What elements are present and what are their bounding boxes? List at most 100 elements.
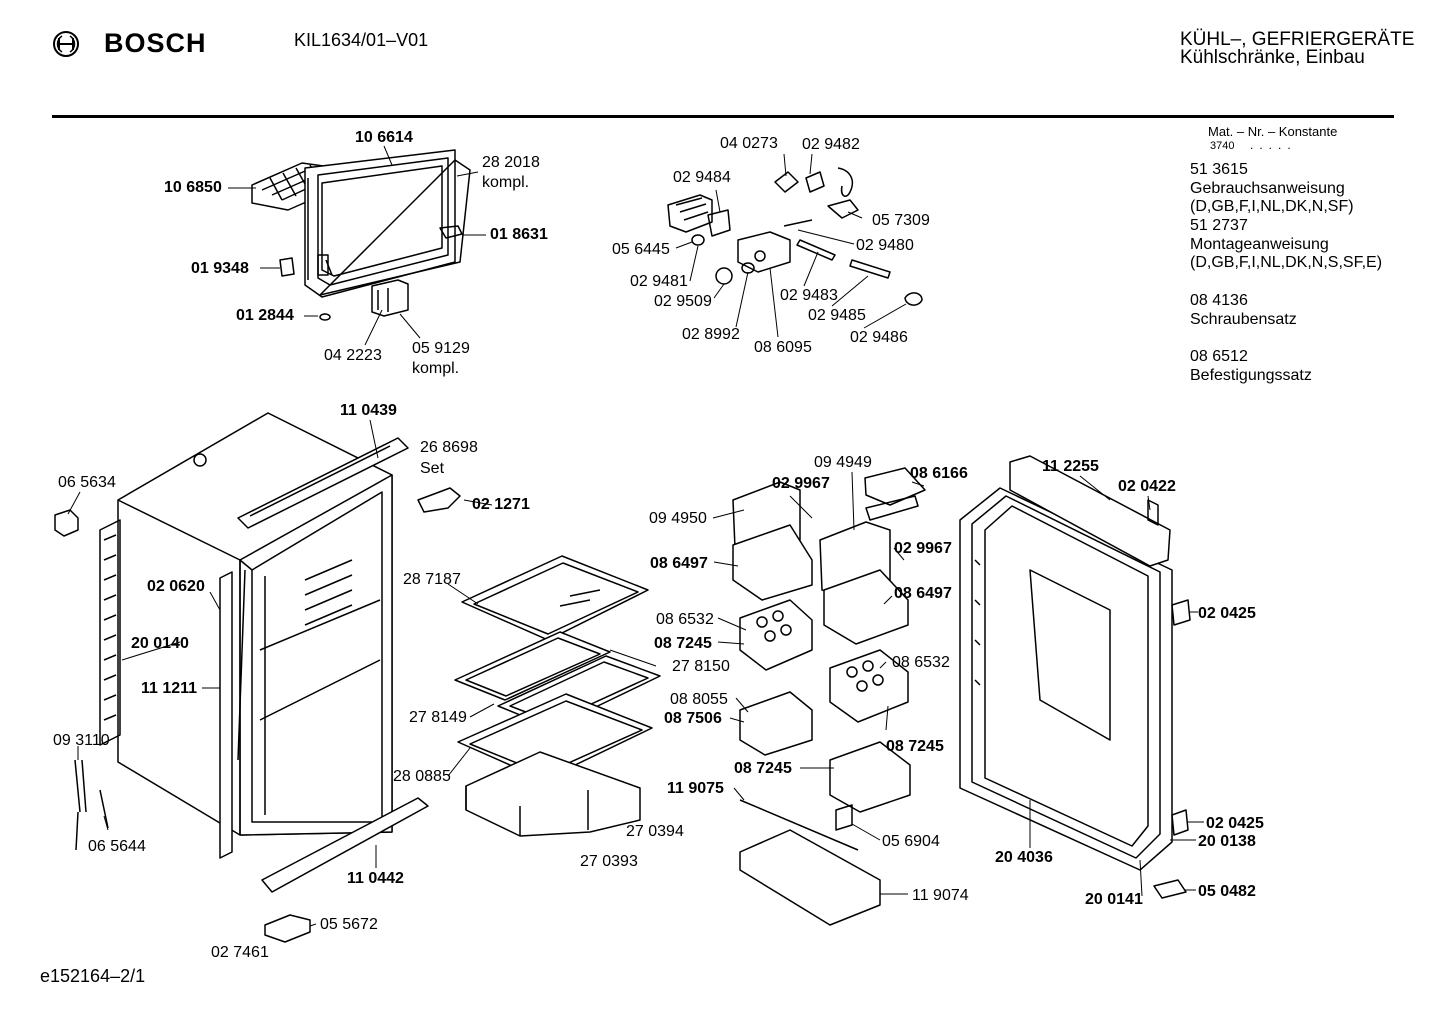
- part-label: 02 9967: [894, 540, 952, 557]
- fridge-door: [959, 487, 1173, 871]
- door-hinge-small: [279, 225, 463, 321]
- lamp-cover: [667, 194, 713, 233]
- hinge-pin: [417, 487, 461, 513]
- cabinet-body: [117, 412, 393, 836]
- part-label: 01 2844: [236, 307, 294, 324]
- side-part-number: 51 3615: [1190, 161, 1248, 178]
- category-title: KÜHL–, GEFRIERGERÄTE: [1180, 29, 1415, 50]
- side-part-note: (D,GB,F,I,NL,DK,N,SF): [1190, 198, 1354, 215]
- side-part-description: Schraubensatz: [1190, 311, 1297, 328]
- part-label: 08 6532: [892, 654, 950, 671]
- brand-name: BOSCH: [104, 28, 207, 58]
- part-label: kompl.: [412, 360, 460, 377]
- part-label: 27 0394: [626, 823, 684, 840]
- part-label: 02 7461: [211, 944, 269, 961]
- part-label: 05 5672: [320, 916, 378, 933]
- part-label: 04 0273: [720, 135, 778, 152]
- part-label: 28 0885: [393, 768, 451, 785]
- freezer-door: [304, 149, 471, 298]
- part-label: 04 2223: [324, 347, 382, 364]
- part-label: 02 0422: [1118, 478, 1176, 495]
- part-label: 28 7187: [403, 571, 461, 588]
- side-part-description: Befestigungssatz: [1190, 367, 1312, 384]
- part-label: 08 7506: [664, 710, 722, 727]
- top-rail: [237, 437, 409, 529]
- material-constant-label: Mat. – Nr. – Konstante: [1208, 124, 1338, 139]
- part-label: Set: [420, 460, 445, 477]
- part-label: 10 6850: [164, 179, 222, 196]
- part-label: 11 0442: [347, 870, 404, 887]
- part-label: 02 9480: [856, 237, 914, 254]
- part-label: 02 0425: [1206, 815, 1264, 832]
- bin-clip: [835, 804, 853, 831]
- part-label: 26 8698: [420, 439, 478, 456]
- bottle-rack: [739, 799, 881, 926]
- category-subtitle: Kühlschränke, Einbau: [1180, 47, 1365, 68]
- material-constant-value: 3740: [1210, 140, 1235, 152]
- part-label: 08 7245: [654, 635, 712, 652]
- part-label: 02 9485: [808, 307, 866, 324]
- glass-shelf-top: [461, 555, 649, 641]
- door-strip: [219, 571, 233, 859]
- part-label: 27 8150: [672, 658, 730, 675]
- side-part-number: 51 2737: [1190, 217, 1248, 234]
- part-label: 02 9509: [654, 293, 712, 310]
- thermostat-housing: [715, 231, 791, 285]
- part-label: 02 9483: [780, 287, 838, 304]
- part-label: 02 0620: [147, 578, 205, 595]
- condenser-coil: [99, 519, 121, 746]
- part-label: 27 0393: [580, 853, 638, 870]
- part-label: 20 4036: [995, 849, 1053, 866]
- part-label: 02 9967: [772, 475, 830, 492]
- part-label: 11 9075: [667, 780, 724, 797]
- part-label: 02 8992: [682, 326, 740, 343]
- bottom-rail: [261, 797, 429, 893]
- side-part-number: 08 4136: [1190, 292, 1248, 309]
- part-label: 05 6445: [612, 241, 670, 258]
- sensor-cable: [74, 759, 109, 851]
- part-label: 02 9481: [630, 273, 688, 290]
- model-number: KIL1634/01–V01: [294, 30, 429, 50]
- part-label: 08 6497: [650, 555, 708, 572]
- part-label: 10 6614: [355, 129, 413, 146]
- part-label: 08 6166: [910, 465, 968, 482]
- diagram-id: e152164–2/1: [40, 966, 146, 986]
- lamp-socket: [691, 209, 731, 246]
- side-part-number: 08 6512: [1190, 348, 1248, 365]
- header-divider: [52, 115, 1394, 118]
- leader-lines: [67, 145, 1204, 927]
- door-latch: [371, 279, 409, 317]
- part-label: 11 9074: [912, 887, 969, 904]
- part-label: 08 6532: [656, 611, 714, 628]
- part-label: 08 7245: [734, 760, 792, 777]
- part-label: 11 2255: [1042, 458, 1099, 475]
- butter-compartment-right: [819, 521, 909, 645]
- part-label: 08 7245: [886, 738, 944, 755]
- part-label: 20 0140: [131, 635, 189, 652]
- egg-tray-right: [829, 649, 909, 723]
- part-label: 11 0439: [340, 402, 397, 419]
- part-label: 27 8149: [409, 709, 467, 726]
- part-label: 01 8631: [490, 226, 548, 243]
- part-label: 05 0482: [1198, 883, 1256, 900]
- part-label: 02 9482: [802, 136, 860, 153]
- part-label: 06 5634: [58, 474, 116, 491]
- part-label: 20 0141: [1085, 891, 1143, 908]
- door-hinge-right: [1153, 599, 1191, 899]
- part-label: 05 7309: [872, 212, 930, 229]
- side-plug: [54, 509, 79, 537]
- part-label: 01 9348: [191, 260, 249, 277]
- bosch-logo-icon: [52, 30, 80, 58]
- door-hinge-top: [1009, 455, 1171, 567]
- part-label: 28 2018: [482, 154, 540, 171]
- part-label: 09 4949: [814, 454, 872, 471]
- dotted-leader: .....: [1250, 138, 1297, 152]
- part-label: 05 6904: [882, 833, 940, 850]
- part-label: 06 5644: [88, 838, 146, 855]
- thermostat-switch: [783, 199, 859, 227]
- side-part-description: Gebrauchsanweisung: [1190, 180, 1345, 197]
- crisper-drawer: [465, 751, 641, 837]
- part-label: 02 9484: [673, 169, 731, 186]
- part-label: 08 6095: [754, 339, 812, 356]
- part-label: 09 4950: [649, 510, 707, 527]
